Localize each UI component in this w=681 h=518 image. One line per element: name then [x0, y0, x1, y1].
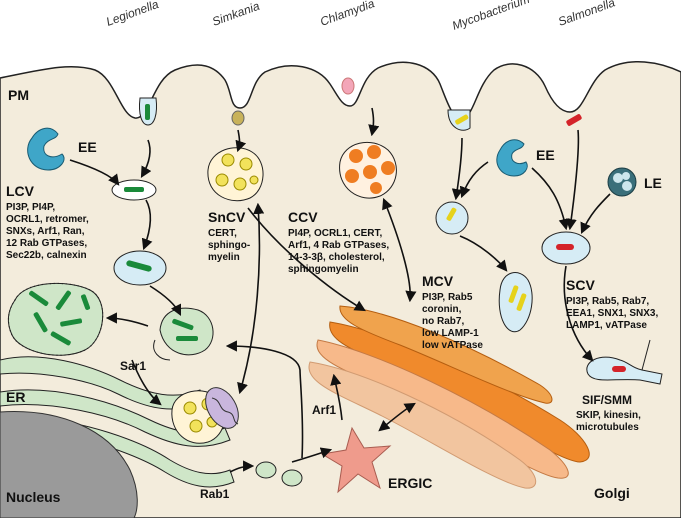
early-endosome-right — [496, 139, 528, 177]
mcv-line-5: low vATPase — [422, 340, 483, 351]
mcv-line-4: low LAMP-1 — [422, 328, 479, 339]
sncv-line-1: CERT, — [208, 228, 237, 239]
lcv-line-1: PI3P, PI4P, — [6, 202, 55, 213]
label-nucleus: Nucleus — [6, 489, 61, 505]
ccv-line-3: 14-3-3β, cholesterol, — [288, 252, 385, 263]
salmonella-entry — [566, 114, 582, 126]
lcv-title: LCV — [6, 183, 35, 199]
label-chlamydia: Chlamydia — [318, 0, 376, 29]
ccv-line-4: sphingomyelin — [288, 264, 359, 275]
label-rab1: Rab1 — [200, 487, 230, 501]
scv-title: SCV — [566, 277, 595, 293]
copii-vesicle-2 — [281, 469, 303, 487]
ccv-title: CCV — [288, 209, 318, 225]
scv-line-1: PI3P, Rab5, Rab7, — [566, 296, 649, 307]
copii-vesicle-1 — [255, 461, 277, 479]
scv-line-2: EEA1, SNX1, SNX3, — [566, 308, 658, 319]
simkania-entry — [231, 110, 245, 126]
ccv-line-1: PI4P, OCRL1, CERT, — [288, 228, 383, 239]
label-pm: PM — [8, 87, 29, 103]
sncv-title: SnCV — [208, 209, 246, 225]
ccv-inclusion — [339, 141, 397, 199]
label-legionella: Legionella — [104, 0, 161, 29]
golgi-stack — [308, 305, 590, 489]
lcv-line-2: OCRL1, retromer, — [6, 214, 89, 225]
chlamydia-entry — [341, 77, 355, 95]
sncv-line-2: sphingo- — [208, 240, 250, 251]
early-endosome-left — [27, 127, 65, 171]
legionella-entry — [139, 97, 157, 126]
scv-line-3: LAMP1, vATPase — [566, 320, 647, 331]
sif-tubule — [586, 339, 663, 385]
lcv-line-4: 12 Rab GTPases, — [6, 238, 87, 249]
sncv-vacuole — [207, 147, 264, 202]
mcv-line-3: no Rab7, — [422, 316, 464, 327]
label-ee-left: EE — [78, 139, 97, 155]
mcv-title: MCV — [422, 273, 454, 289]
label-ee-right: EE — [536, 147, 555, 163]
mycobacterium-entry — [447, 109, 471, 131]
sif-line-2: microtubules — [576, 422, 639, 433]
lcv-replicative-large — [7, 282, 104, 356]
label-le: LE — [644, 175, 662, 191]
lcv-line-3: SNXs, Arf1, Ran, — [6, 226, 85, 237]
mcv-line-2: coronin, — [422, 304, 462, 315]
label-arf1: Arf1 — [312, 403, 336, 417]
trafficking-arrows — [69, 107, 611, 473]
label-sar1: Sar1 — [120, 359, 146, 373]
mcv-vacuole — [498, 272, 533, 333]
sncv-line-3: myelin — [208, 252, 240, 263]
ccv-line-2: Arf1, 4 Rab GTPases, — [288, 240, 389, 251]
sif-line-1: SKIP, kinesin, — [576, 410, 641, 421]
label-mycobacterium: Mycobacterium — [450, 0, 531, 33]
label-simkania: Simkania — [210, 0, 261, 29]
nucleus — [0, 411, 138, 518]
label-golgi: Golgi — [594, 485, 630, 501]
mcv-line-1: PI3P, Rab5 — [422, 292, 473, 303]
mitochondrion — [205, 387, 239, 429]
label-ergic: ERGIC — [388, 475, 432, 491]
label-salmonella: Salmonella — [556, 0, 617, 29]
sif-title: SIF/SMM — [582, 393, 632, 407]
label-er: ER — [6, 389, 25, 405]
lcv-line-5: Sec22b, calnexin — [6, 250, 87, 261]
late-endosome — [607, 167, 637, 197]
